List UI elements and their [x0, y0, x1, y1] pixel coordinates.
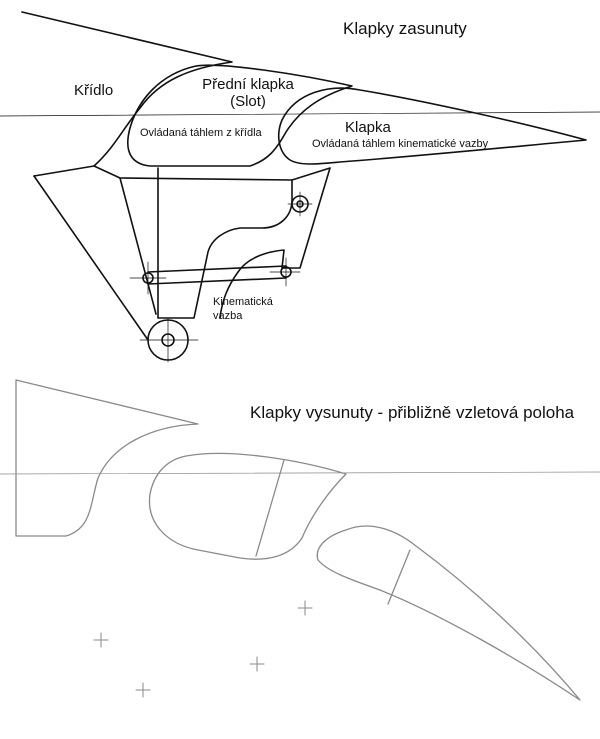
- label-slat: Přední klapka (Slot): [196, 77, 300, 109]
- label-linkage-line2: vazba: [213, 310, 243, 322]
- label-slat-line1: Přední klapka: [202, 76, 294, 93]
- lever-arm: [119, 177, 293, 181]
- wing-outline-extended: [15, 379, 199, 537]
- slat-rib-extended: [255, 459, 285, 557]
- slat-outline: [126, 64, 353, 167]
- slat-outline-extended: [148, 452, 347, 560]
- label-slat-control: Ovládaná táhlem z křídla: [140, 127, 262, 139]
- wing-lower-structure: [33, 175, 149, 341]
- label-linkage: Kinematická vazba: [213, 297, 273, 322]
- label-slat-line2: (Slot): [230, 93, 266, 110]
- wing-outline: [21, 11, 233, 177]
- label-wing: Křídlo: [74, 82, 114, 99]
- chord-line-bottom: [0, 471, 600, 475]
- reference-crosses: [93, 600, 313, 698]
- retracted-drawing: [0, 11, 600, 363]
- linkage-rod-upper: [147, 265, 287, 273]
- flap-outline-extended: [316, 525, 581, 701]
- label-flap: Klapka: [345, 119, 391, 136]
- label-linkage-line1: Kinematická: [213, 296, 273, 308]
- title-extended: Klapky vysunuty - přibližně vzletová pol…: [250, 403, 575, 422]
- flap-outline: [277, 87, 587, 165]
- center-marks-top: [129, 191, 313, 363]
- title-retracted: Klapky zasunuty: [343, 19, 467, 38]
- main-lever: [157, 167, 331, 319]
- linkage-rod-lower: [147, 277, 287, 285]
- label-flap-control: Ovládaná táhlem kinematické vazby: [312, 138, 489, 150]
- flap-rib-extended: [387, 549, 411, 605]
